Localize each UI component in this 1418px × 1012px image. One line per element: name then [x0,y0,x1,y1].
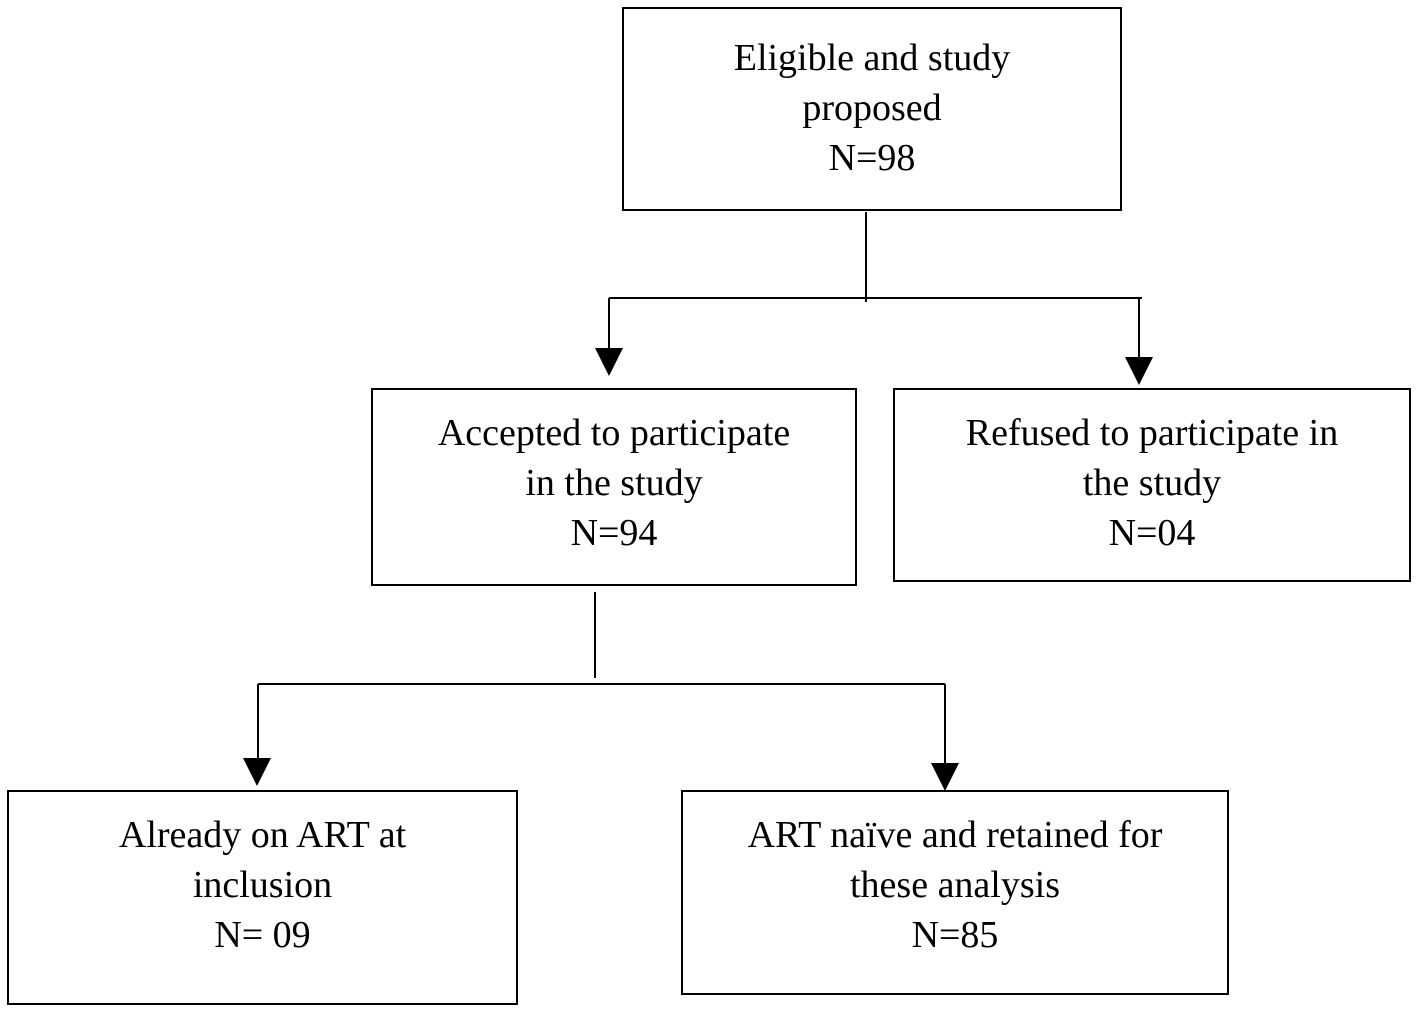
arrowhead-refused [1125,357,1153,385]
box-already-line2: inclusion [192,864,333,906]
box-already-text: Already on ART at inclusion N= 09 [9,810,516,960]
box-refused-to-participate: Refused to participate in the study N=04 [893,388,1411,582]
arrowhead-naive [931,763,959,791]
box-naive-line2: these analysis [849,864,1060,906]
box-eligible-count: N=98 [828,137,916,179]
box-eligible-text: Eligible and study proposed N=98 [624,33,1120,183]
box-already-line1: Already on ART at [118,814,407,856]
box-already-count: N= 09 [214,914,311,956]
box-naive-text: ART naïve and retained for these analysi… [683,810,1227,960]
box-already-on-art: Already on ART at inclusion N= 09 [7,790,518,1005]
box-naive-count: N=85 [911,914,999,956]
box-accepted-count: N=94 [570,512,658,554]
arrowhead-accepted [595,348,623,376]
box-naive-line1: ART naïve and retained for [747,814,1163,856]
box-refused-line2: the study [1082,462,1222,504]
box-eligible-line1: Eligible and study [733,37,1011,79]
box-refused-text: Refused to participate in the study N=04 [895,408,1409,558]
box-refused-count: N=04 [1108,512,1196,554]
box-refused-line1: Refused to participate in [965,412,1339,454]
box-eligible-line2: proposed [802,87,942,129]
arrowhead-already [243,758,271,786]
box-accepted-line2: in the study [525,462,703,504]
box-eligible-and-study-proposed: Eligible and study proposed N=98 [622,7,1122,211]
box-accepted-line1: Accepted to participate [437,412,791,454]
box-art-naive-retained: ART naïve and retained for these analysi… [681,790,1229,995]
box-accepted-to-participate: Accepted to participate in the study N=9… [371,388,857,586]
box-accepted-text: Accepted to participate in the study N=9… [373,408,855,558]
